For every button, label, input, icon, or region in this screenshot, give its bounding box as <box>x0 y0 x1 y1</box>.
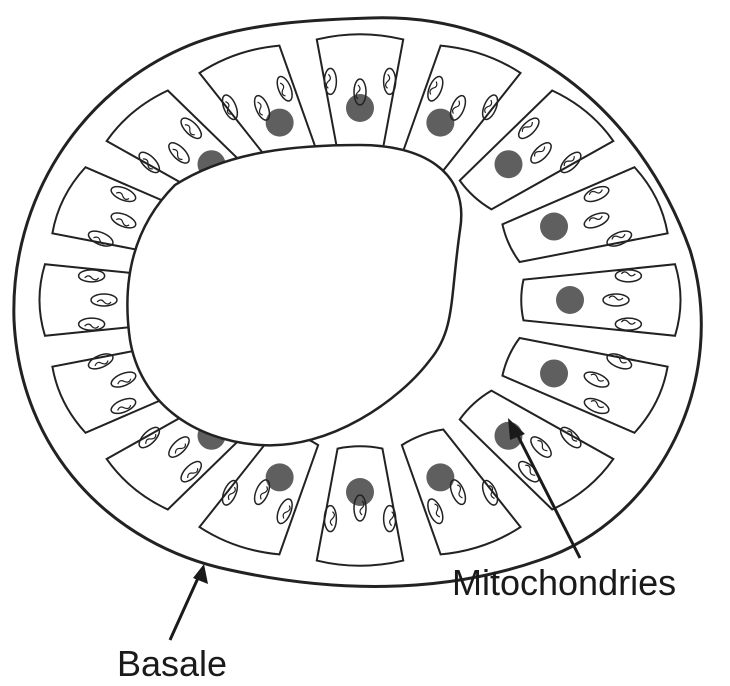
nucleus <box>540 213 568 241</box>
nucleus <box>556 286 584 314</box>
nucleus <box>346 94 374 122</box>
nucleus <box>494 150 522 178</box>
basal-annotation: Basale <box>117 564 227 684</box>
basal-arrow-line <box>170 578 198 640</box>
basal-label: Basale <box>117 643 227 684</box>
lumen-outline <box>127 145 461 445</box>
tubule-ring <box>14 18 701 587</box>
nucleus <box>346 478 374 506</box>
nucleus <box>540 359 568 387</box>
mitochondria-label: Mitochondries <box>452 562 676 603</box>
epithelial-cell <box>521 264 680 335</box>
